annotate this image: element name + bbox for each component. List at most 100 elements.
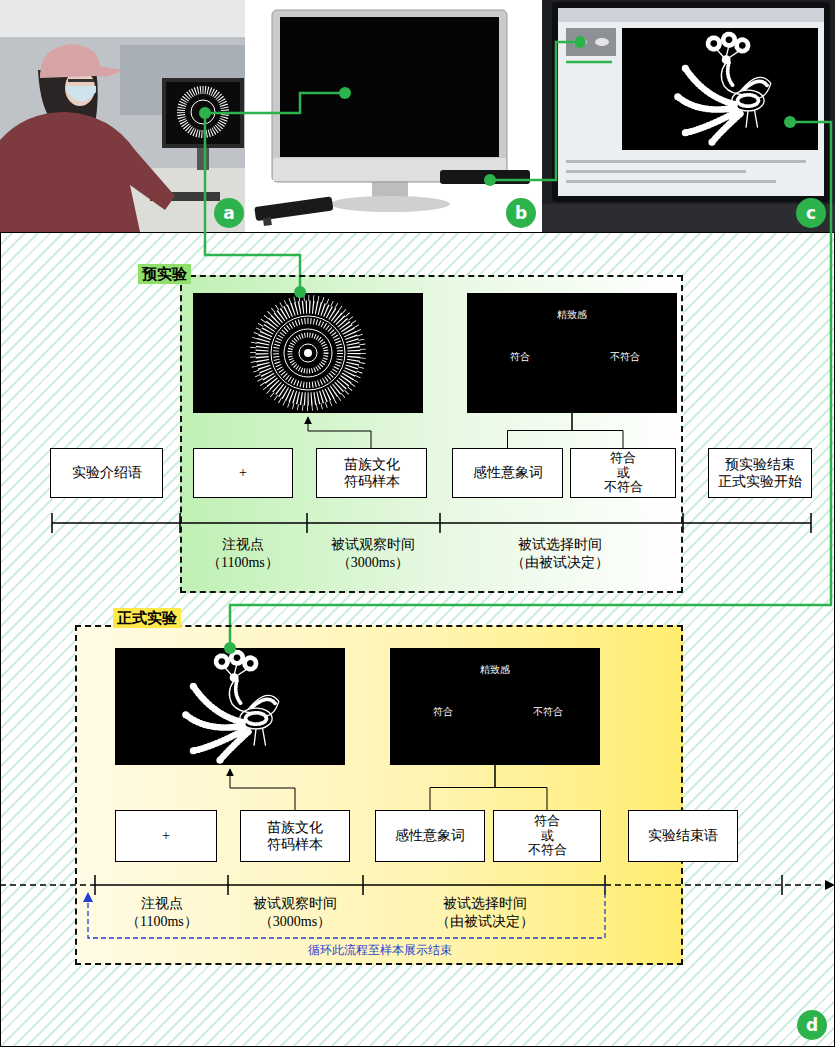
step-box: 感性意象词 — [452, 448, 563, 498]
node-text: 精致感 — [557, 309, 587, 321]
mandala-screen-part — [290, 335, 326, 371]
pre-timeline-part — [52, 522, 811, 524]
laptop-photo-part — [542, 204, 835, 232]
node-text: 实验介绍语 — [72, 464, 142, 482]
lab-photo-part — [197, 148, 209, 170]
formal-timeline-part — [605, 884, 826, 886]
laptop-photo-part — [542, 0, 835, 232]
laptop-photo-part — [566, 160, 806, 163]
node-text: d — [806, 1017, 818, 1034]
step-box: + — [193, 448, 293, 498]
loop-arrow — [88, 885, 605, 938]
node-text: + — [162, 827, 170, 845]
phoenix-screen — [115, 648, 345, 765]
pre-timeline-part — [52, 513, 811, 533]
mandala-screen-part — [253, 298, 363, 408]
laptop-photo — [542, 0, 835, 232]
rating-screen: 精致感符合 不符合 — [467, 293, 677, 413]
laptop-photo-part — [675, 34, 771, 145]
mandala-screen-part — [304, 349, 312, 357]
laptop-photo-part — [558, 8, 824, 22]
green-dots-part — [784, 116, 796, 128]
lab-photo — [0, 0, 245, 232]
bracket-connector — [508, 413, 573, 448]
timeline-label: 被试观察时间 （3000ms） — [331, 536, 415, 571]
panel-letter: c — [796, 198, 826, 228]
panel-letter: d — [797, 1010, 827, 1040]
lab-photo-part — [40, 44, 122, 78]
node-text: 感性意象词 — [395, 827, 465, 845]
bracket-connector — [430, 765, 495, 810]
pre-timeline — [52, 513, 811, 533]
phoenix-screen-part — [183, 652, 279, 763]
step-box: + — [115, 810, 217, 862]
node-text: c — [806, 205, 816, 222]
node-text: 感性意象词 — [473, 464, 543, 482]
pre-region-fill — [180, 275, 683, 593]
node-text: 实验结束语 — [648, 827, 718, 845]
mandala-screen — [193, 293, 423, 413]
timeline-label: 注视点 （1100ms） — [126, 895, 198, 930]
lab-photo-part — [0, 0, 245, 38]
mandala-screen-part — [262, 307, 354, 399]
laptop-photo-part — [566, 180, 776, 183]
node-text: b — [515, 205, 527, 222]
eye-tracker-photo-part — [272, 10, 507, 182]
sample-arrow — [308, 417, 371, 448]
eye-tracker-photo-part-part — [263, 217, 272, 226]
sample-arrow — [230, 769, 295, 810]
green-leader-lines-part — [230, 122, 831, 648]
green-dots-part — [294, 286, 306, 298]
node-text: 符合 或 不符合 — [528, 814, 567, 859]
eye-tracker-photo-part — [330, 196, 450, 212]
step-box: 符合 或 不符合 — [570, 448, 676, 498]
step-box: 感性意象词 — [375, 810, 485, 862]
node-text: 符合 或 不符合 — [604, 451, 643, 496]
formal-timeline-part — [0, 884, 95, 886]
green-dots-part — [199, 107, 211, 119]
step-box: 苗族文化符码样本 — [240, 810, 350, 862]
lab-photo-part — [0, 38, 245, 39]
eye-tracker-photo — [247, 0, 540, 232]
phoenix-screen-part — [115, 648, 345, 765]
timeline-label: 被试选择时间 （由被试决定） — [436, 895, 534, 930]
laptop-photo-part — [558, 8, 824, 196]
eye-tracker-photo-part — [280, 17, 499, 157]
timeline-label: 被试观察时间 （3000ms） — [253, 895, 337, 930]
laptop-photo-part — [595, 38, 609, 46]
formal-timeline-part — [95, 875, 782, 895]
loop-note: 循环此流程至样本展示结束 — [308, 943, 452, 959]
timeline-label: 注视点 （1100ms） — [207, 536, 279, 571]
mandala-screen-part — [284, 329, 332, 377]
lab-photo-part — [0, 112, 175, 232]
bracket-connector — [495, 765, 547, 810]
mandala-screen-part — [299, 344, 317, 362]
node-text: 不符合 — [610, 351, 640, 363]
phase-heading: 正式实验 — [113, 608, 181, 628]
mandala-screen-part — [271, 316, 345, 390]
node-text: 苗族文化符码样本 — [341, 456, 401, 491]
node-text: 苗族文化符码样本 — [265, 819, 325, 854]
formal-timeline — [0, 875, 835, 895]
timeline-label: 被试选择时间 （由被试决定） — [511, 536, 609, 571]
green-leader-lines-part — [205, 113, 300, 292]
eye-tracker-photo-part — [247, 0, 540, 232]
formal-timeline-part — [825, 880, 835, 890]
panel-letter: b — [506, 198, 536, 228]
green-leader-lines — [205, 42, 831, 648]
node-text: 不符合 — [533, 706, 563, 718]
laptop-photo-part — [552, 2, 830, 202]
eye-tracker-photo-part — [254, 196, 334, 227]
laptop-photo-part — [622, 28, 818, 150]
mandala-screen-part — [276, 321, 340, 385]
node-text: + — [239, 464, 247, 482]
formal-region-fill — [75, 625, 683, 965]
node-text: 预实验结束 正式实验开始 — [718, 456, 802, 491]
lab-photo-part — [68, 79, 94, 82]
rating-screen: 精致感符合不符合 — [390, 648, 600, 765]
lab-photo-part — [66, 86, 96, 102]
step-box: 苗族文化符码样本 — [316, 448, 427, 498]
node-text: 符合 — [510, 351, 530, 363]
